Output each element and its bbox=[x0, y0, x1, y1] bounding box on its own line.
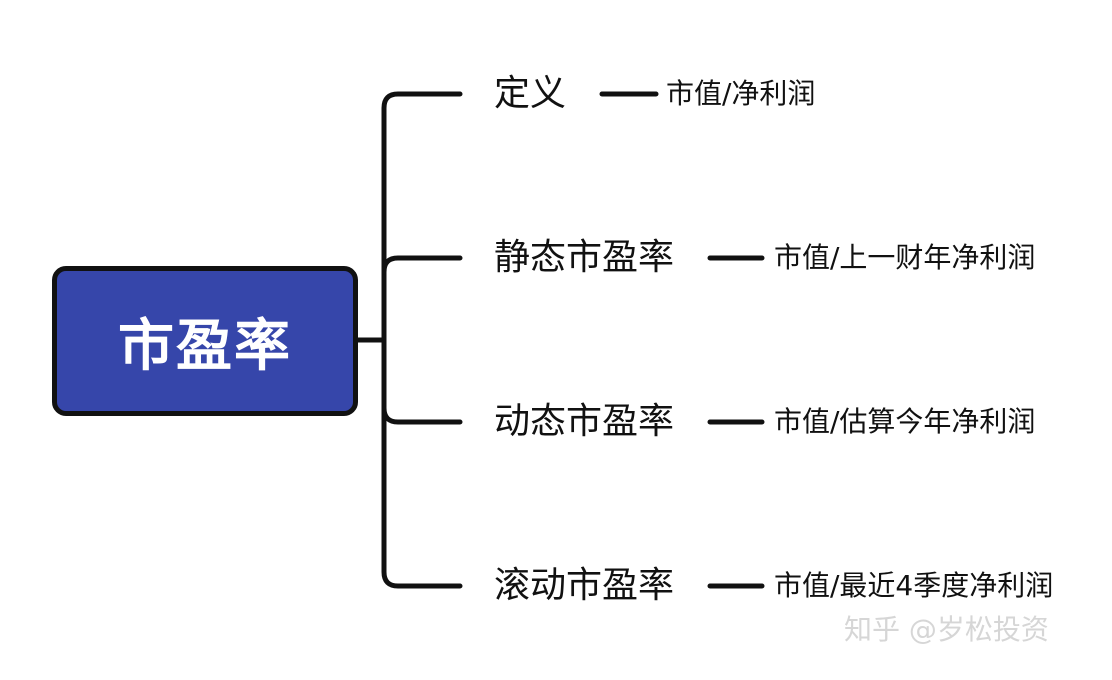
branch-static-pe[interactable]: 静态市盈率 bbox=[494, 237, 675, 278]
branch-rolling-pe[interactable]: 滚动市盈率 bbox=[494, 565, 675, 606]
zhihu-watermark: 知乎 @岁松投资 bbox=[844, 613, 1049, 646]
leaf-definition-formula[interactable]: 市值/净利润 bbox=[666, 77, 816, 110]
branch-definition[interactable]: 定义 bbox=[494, 73, 567, 114]
leaf-rolling-pe-formula[interactable]: 市值/最近4季度净利润 bbox=[774, 569, 1054, 602]
root-node-label: 市盈率 bbox=[118, 313, 292, 379]
branch-dynamic-pe[interactable]: 动态市盈率 bbox=[494, 401, 675, 442]
branch-connector-2 bbox=[381, 255, 463, 275]
root-node[interactable]: 市盈率 bbox=[52, 266, 358, 416]
leaf-static-pe-formula[interactable]: 市值/上一财年净利润 bbox=[774, 241, 1036, 274]
branch-connector-3 bbox=[381, 405, 463, 425]
leaf-dynamic-pe-formula[interactable]: 市值/估算今年净利润 bbox=[774, 405, 1036, 438]
branch-bracket bbox=[381, 91, 463, 589]
